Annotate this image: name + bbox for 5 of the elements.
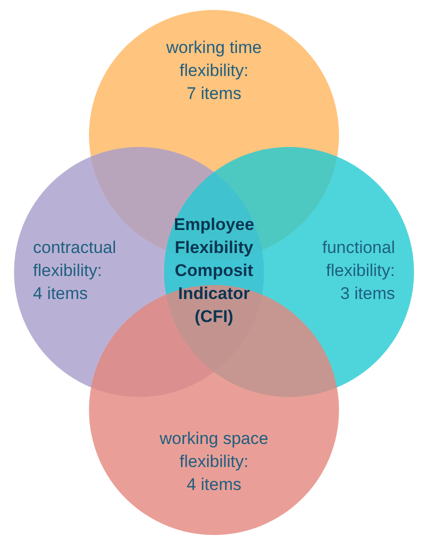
circle-label: working space flexibility: 4 items: [158, 428, 270, 496]
circle-label: functional flexibility: 3 items: [321, 237, 395, 305]
center-label: Employee Flexibility Composit Indicator (CFI): [172, 214, 256, 328]
circle-label: contractual flexibility: 4 items: [33, 237, 118, 305]
circle-label: working time flexibility: 7 items: [165, 37, 263, 105]
